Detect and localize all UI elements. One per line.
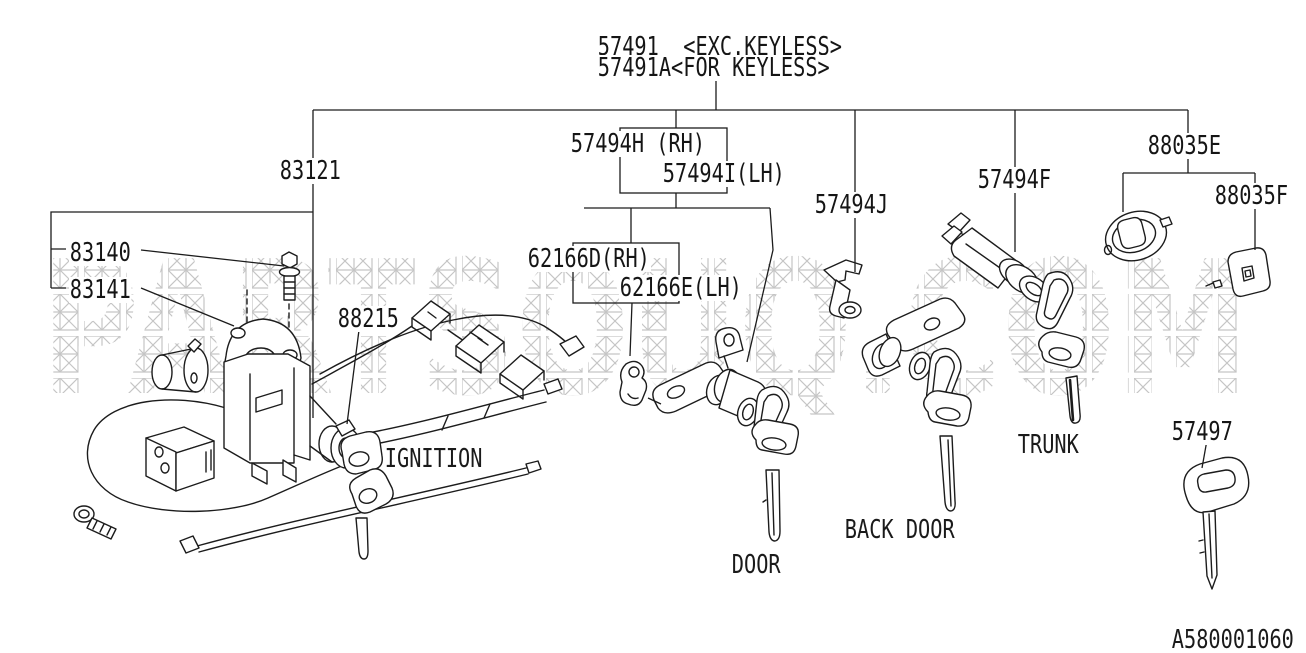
callout-88035e[interactable]: 88035E [1147,131,1222,161]
callout-57494f[interactable]: 57494F [977,165,1052,195]
caption-ignition: IGNITION [384,444,484,474]
callout-83121[interactable]: 83121 [279,156,342,186]
transmitter-cover-drawing [1205,247,1271,298]
callout-83141[interactable]: 83141 [69,275,132,305]
caption-trunk: TRUNK [1017,430,1080,460]
keyless-transmitter-drawing [1103,210,1173,262]
callout-57497[interactable]: 57497 [1171,417,1234,447]
ignition-lock-assembly-drawing [73,251,545,560]
callout-connector-lines [50,78,1256,469]
callout-57494i-lh[interactable]: 57494I(LH) [662,159,786,189]
caption-back-door: BACK DOOR [844,515,956,545]
trunk-lock-drawing [941,212,1086,424]
caption-door: DOOR [731,550,782,580]
callout-62166d-rh[interactable]: 62166D(RH) [527,244,651,274]
callout-88215[interactable]: 88215 [337,304,400,334]
back-door-lock-drawing [823,259,972,512]
callout-57494h-rh[interactable]: 57494H (RH) [570,129,706,159]
door-lock-drawing [619,327,800,542]
callout-57491a-for-keyless[interactable]: 57491A<FOR KEYLESS> [597,53,831,83]
callout-57494j[interactable]: 57494J [814,190,889,220]
callout-62166e-lh[interactable]: 62166E(LH) [619,273,743,303]
callout-88035f[interactable]: 88035F [1214,181,1289,211]
diagram-code: A580001060 [1171,625,1295,653]
key-57497-drawing [1183,456,1250,590]
callout-83140[interactable]: 83140 [69,238,132,268]
